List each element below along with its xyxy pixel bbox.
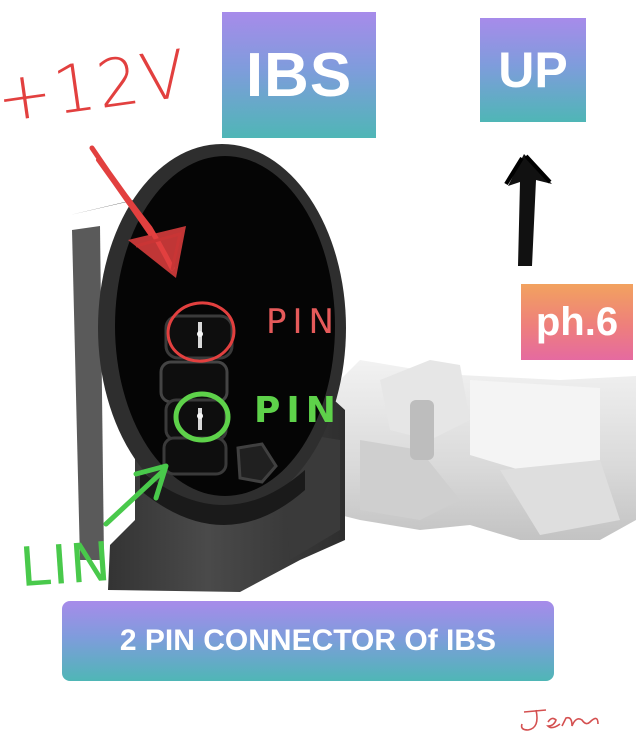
lin-annotation: LIN	[17, 529, 115, 600]
white-bracket	[300, 360, 636, 540]
caption-label: 2 PIN CONNECTOR Of IBS	[62, 601, 554, 681]
red-annotations	[89, 145, 236, 363]
green-annotations	[103, 391, 231, 527]
pin-cavities	[159, 314, 278, 484]
up-label: UP	[480, 18, 586, 122]
pin-annotation-top: PIN	[266, 302, 340, 342]
pin-annotation-bottom: PIN	[254, 390, 342, 431]
up-arrow-icon	[504, 154, 552, 266]
signature	[520, 709, 599, 731]
photo-number-label: ph.6	[521, 284, 633, 360]
title-label: IBS	[222, 12, 376, 138]
